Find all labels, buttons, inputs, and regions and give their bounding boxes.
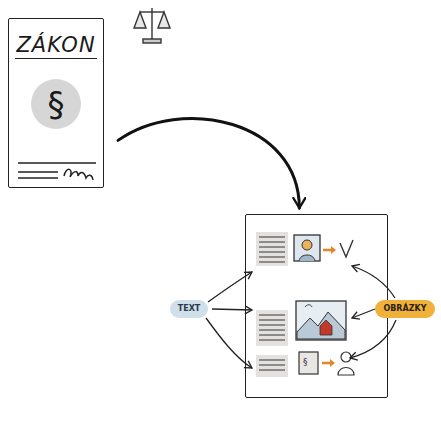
tag-pill: TEXT (170, 300, 209, 318)
document-title: ZÁKON (15, 19, 97, 59)
pill-label: OBRÁZKY (383, 304, 426, 314)
scale-icon (134, 8, 170, 43)
curved-arrow (118, 118, 299, 208)
section-sign: § (303, 357, 308, 367)
pill-label: TEXT (178, 304, 201, 314)
page-content (256, 232, 354, 377)
tag-pill: OBRÁZKY (375, 300, 434, 318)
simplified-page: § (245, 214, 388, 398)
law-document: ZÁKON § (8, 18, 104, 188)
document-lines (18, 163, 96, 180)
leader-arrows (206, 266, 396, 368)
section-sign: § (31, 79, 81, 129)
